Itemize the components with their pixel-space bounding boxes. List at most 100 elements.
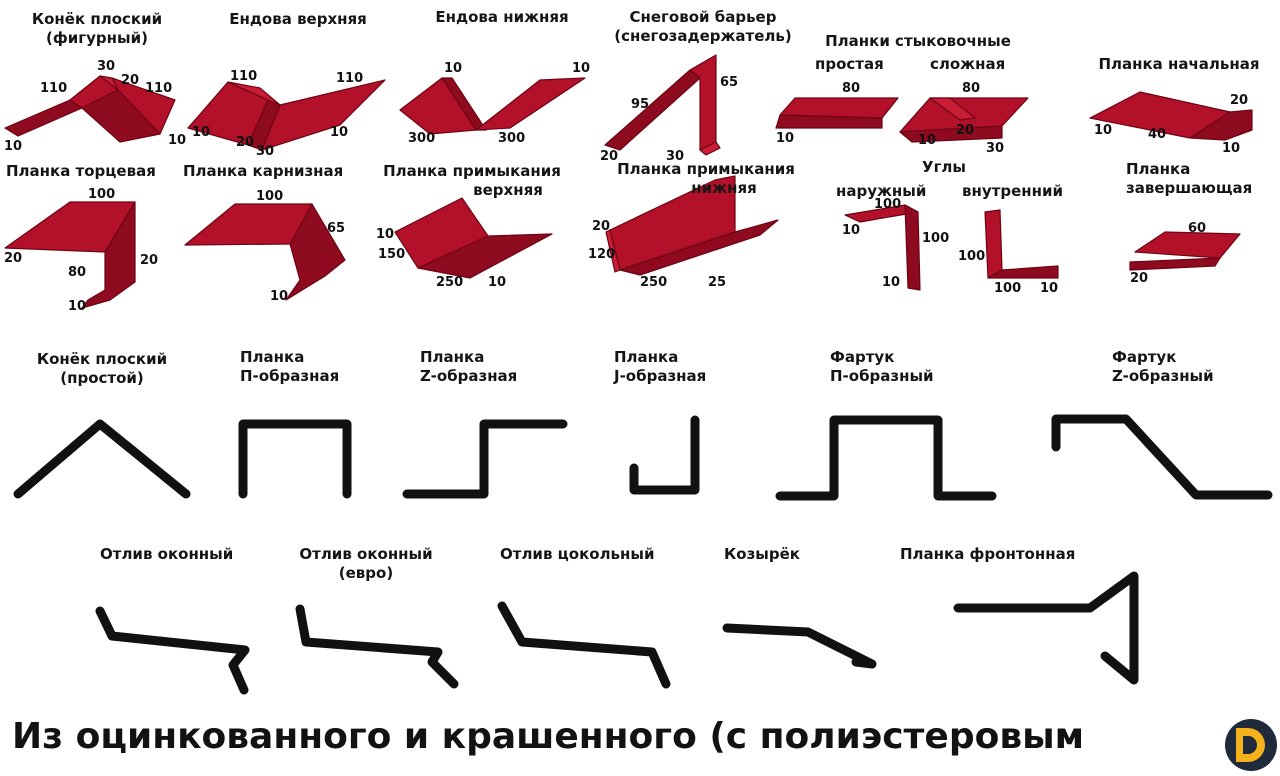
dim: 10	[270, 289, 289, 304]
dim: 10	[192, 125, 211, 140]
dim: 10	[776, 131, 795, 146]
dim: 100	[88, 187, 116, 202]
dim: 30	[97, 59, 116, 74]
profile-otliv-okonny-evro	[295, 604, 459, 689]
label-konek-figurny: Конёк плоский(фигурный)	[31, 10, 163, 47]
dim: 20	[140, 253, 159, 268]
profile-planka-j	[629, 415, 700, 495]
drawing-endova-nizhnyaya	[399, 77, 586, 135]
dim: 30	[666, 149, 685, 164]
label-endova-nizhnyaya: Ендова нижняя	[435, 8, 569, 26]
dim: 10	[918, 133, 937, 148]
dim: 10	[1222, 141, 1241, 156]
profile-fartuk-z	[1051, 414, 1273, 500]
dim: 30	[256, 144, 275, 159]
drawing-snegovoy-barer	[604, 54, 721, 156]
dim: 30	[986, 141, 1005, 156]
label-endova-verhnyaya: Ендова верхняя	[229, 10, 367, 28]
label-kozyrek: Козырёк	[724, 545, 800, 563]
dim: 10	[4, 139, 23, 154]
drawing-konek-figurny	[4, 75, 176, 143]
dim: 10	[444, 61, 463, 76]
profile-planka-p	[238, 419, 352, 499]
dim: 80	[68, 265, 87, 280]
dim: 100	[958, 249, 986, 264]
dim: 250	[640, 275, 668, 290]
dim: 110	[336, 71, 364, 86]
dim: 65	[327, 221, 346, 236]
dim: 300	[498, 131, 526, 146]
sublabel-prostaya: простая	[815, 55, 884, 73]
profile-planka-z	[402, 419, 568, 499]
profile-kozyrek	[722, 623, 877, 669]
dim: 110	[230, 69, 258, 84]
drawing-endova-verhnyaya	[187, 79, 386, 151]
dim: 80	[842, 81, 861, 96]
label-ugly: Углы	[922, 158, 966, 176]
dim: 25	[708, 275, 727, 290]
dim: 40	[1148, 127, 1167, 142]
brand-logo	[1225, 719, 1277, 771]
dim: 110	[145, 81, 173, 96]
label-otliv-okonny: Отлив оконный	[100, 545, 234, 563]
drawing-planka-zavershayuschaya	[1129, 231, 1241, 271]
dim: 300	[408, 131, 436, 146]
dim: 10	[1094, 123, 1113, 138]
dim: 60	[1188, 221, 1207, 236]
dim: 10	[68, 299, 87, 314]
dim: 100	[874, 197, 902, 212]
label-konek-prostoy: Конёк плоский(простой)	[36, 350, 168, 387]
dim: 10	[1040, 281, 1059, 296]
dim: 95	[631, 97, 650, 112]
profile-otliv-cokolny	[497, 601, 671, 689]
dim: 10	[882, 275, 901, 290]
drawing-planka-karniznaya	[184, 203, 346, 301]
dim: 20	[956, 123, 975, 138]
dim: 20	[236, 135, 255, 150]
sublabel-naruzhny: наружный	[836, 182, 927, 200]
dim: 80	[962, 81, 981, 96]
dim: 100	[994, 281, 1022, 296]
dim: 10	[330, 125, 349, 140]
label-planka-nachalnaya: Планка начальная	[1098, 55, 1260, 73]
profile-fartuk-p	[775, 415, 997, 501]
dim: 20	[121, 73, 140, 88]
dim: 250	[436, 275, 464, 290]
profile-konek-prostoy	[13, 419, 191, 499]
dim: 120	[588, 247, 616, 262]
label-planka-karniznaya: Планка карнизная	[183, 162, 344, 180]
label-planki-stykovochnye: Планки стыковочные	[825, 32, 1011, 50]
label-otliv-okonny-evro: Отлив оконный(евро)	[299, 545, 433, 582]
label-planka-frontonnaya: Планка фронтонная	[900, 545, 1076, 563]
dim: 10	[842, 223, 861, 238]
label-planka-primykaniya-nizhnyaya: Планка примыкания нижняя	[617, 160, 795, 197]
label-otliv-cokolny: Отлив цокольный	[500, 545, 655, 563]
label-snegovoy-barer: Снеговой барьер(снегозадержатель)	[614, 8, 792, 45]
drawing-planka-primykaniya-nizhnyaya	[605, 175, 779, 276]
drawing-ugly	[844, 204, 1059, 291]
drawing-planka-nachalnaya	[1089, 91, 1253, 141]
sublabel-slozhnaya: сложная	[930, 55, 1006, 73]
dim: 20	[592, 219, 611, 234]
dim: 150	[378, 247, 406, 262]
label-planka-primykaniya-verhnyaya: Планка примыкания верхняя	[383, 162, 561, 199]
dim: 10	[376, 227, 395, 242]
sublabel-vnutrenny: внутренний	[962, 182, 1063, 200]
dim: 110	[40, 81, 68, 96]
dim: 20	[1230, 93, 1249, 108]
drawing-planka-primykaniya-verhnyaya	[394, 197, 553, 279]
footer-caption: Из оцинкованного и крашенного (с полиэст…	[12, 716, 1085, 757]
dim: 10	[572, 61, 591, 76]
dim: 100	[256, 189, 284, 204]
label-planka-torcevaya: Планка торцевая	[6, 162, 156, 180]
profile-otliv-okonny	[95, 606, 250, 695]
dim: 20	[1130, 271, 1149, 286]
drawing-planki-stykovochnye	[775, 97, 1029, 143]
